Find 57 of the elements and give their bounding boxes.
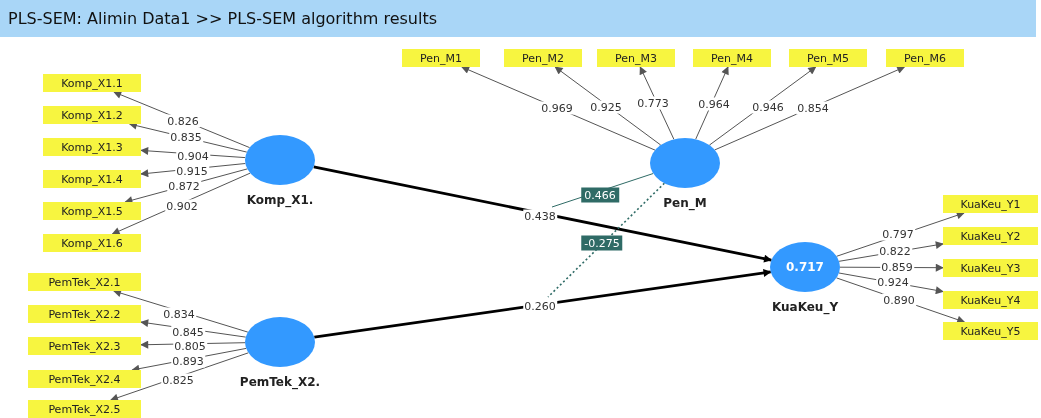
indicator-box: Komp_X1.1 bbox=[43, 74, 141, 92]
edge-label: 0.946 bbox=[751, 100, 785, 114]
indicator-box: PemTek_X2.4 bbox=[28, 370, 141, 388]
indicator-box: Komp_X1.6 bbox=[43, 234, 141, 252]
path-coefficient-badge: 0.466 bbox=[581, 187, 619, 203]
construct-name: Komp_X1. bbox=[246, 193, 314, 207]
r-squared-value: 0.717 bbox=[786, 260, 824, 274]
indicator-box: Komp_X1.4 bbox=[43, 170, 141, 188]
indicator-box: Komp_X1.2 bbox=[43, 106, 141, 124]
arrow bbox=[313, 165, 773, 263]
edge-label: 0.915 bbox=[175, 164, 209, 178]
indicator-box: PemTek_X2.5 bbox=[28, 400, 141, 418]
edge-label: 0.964 bbox=[697, 97, 731, 111]
indicator-box: KuaKeu_Y4 bbox=[943, 291, 1038, 309]
edge-label: 0.835 bbox=[169, 130, 203, 144]
edge-label: 0.438 bbox=[523, 209, 557, 223]
edge-label: 0.859 bbox=[880, 260, 914, 274]
connector-line bbox=[547, 182, 666, 298]
edge-label: 0.825 bbox=[161, 373, 195, 387]
indicator-box: Komp_X1.5 bbox=[43, 202, 141, 220]
title-text: PLS-SEM: Alimin Data1 >> PLS-SEM algorithm results bbox=[8, 9, 438, 28]
edge-label: 0.260 bbox=[523, 299, 557, 313]
indicator-box: PemTek_X2.2 bbox=[28, 305, 141, 323]
indicator-box: PemTek_X2.1 bbox=[28, 273, 141, 291]
edge-label: 0.845 bbox=[171, 325, 205, 339]
edge-label: 0.805 bbox=[173, 339, 207, 353]
edge-label: 0.826 bbox=[166, 114, 200, 128]
indicator-box: Pen_M3 bbox=[597, 49, 675, 67]
indicator-box: Pen_M4 bbox=[693, 49, 771, 67]
indicator-box: PemTek_X2.3 bbox=[28, 337, 141, 355]
indicator-box: Pen_M6 bbox=[886, 49, 964, 67]
edge-label: 0.890 bbox=[882, 293, 916, 307]
indicator-box: KuaKeu_Y1 bbox=[943, 195, 1038, 213]
edge-label: 0.822 bbox=[878, 244, 912, 258]
edge-label: 0.925 bbox=[589, 100, 623, 114]
indicator-box: Pen_M5 bbox=[789, 49, 867, 67]
indicator-box: Komp_X1.3 bbox=[43, 138, 141, 156]
construct-name: Pen_M bbox=[663, 196, 707, 210]
edge-label: 0.893 bbox=[171, 354, 205, 368]
indicator-box: Pen_M1 bbox=[402, 49, 480, 67]
indicator-box: Pen_M2 bbox=[504, 49, 582, 67]
edge-label: 0.773 bbox=[636, 96, 670, 110]
arrow bbox=[314, 268, 772, 339]
edge-label: 0.797 bbox=[881, 227, 915, 241]
construct-name: PemTek_X2. bbox=[239, 375, 321, 389]
edge-label: 0.969 bbox=[540, 101, 574, 115]
path-coefficient-badge: -0.275 bbox=[581, 235, 623, 251]
indicator-box: KuaKeu_Y5 bbox=[943, 322, 1038, 340]
edge-label: 0.872 bbox=[167, 179, 201, 193]
edge-label: 0.904 bbox=[176, 149, 210, 163]
construct-name: KuaKeu_Y bbox=[771, 300, 839, 314]
indicator-box: KuaKeu_Y3 bbox=[943, 259, 1038, 277]
edge-label: 0.924 bbox=[876, 275, 910, 289]
edge-label: 0.834 bbox=[162, 307, 196, 321]
edge-label: 0.902 bbox=[165, 199, 199, 213]
edge-label: 0.854 bbox=[796, 101, 830, 115]
indicator-box: KuaKeu_Y2 bbox=[943, 227, 1038, 245]
